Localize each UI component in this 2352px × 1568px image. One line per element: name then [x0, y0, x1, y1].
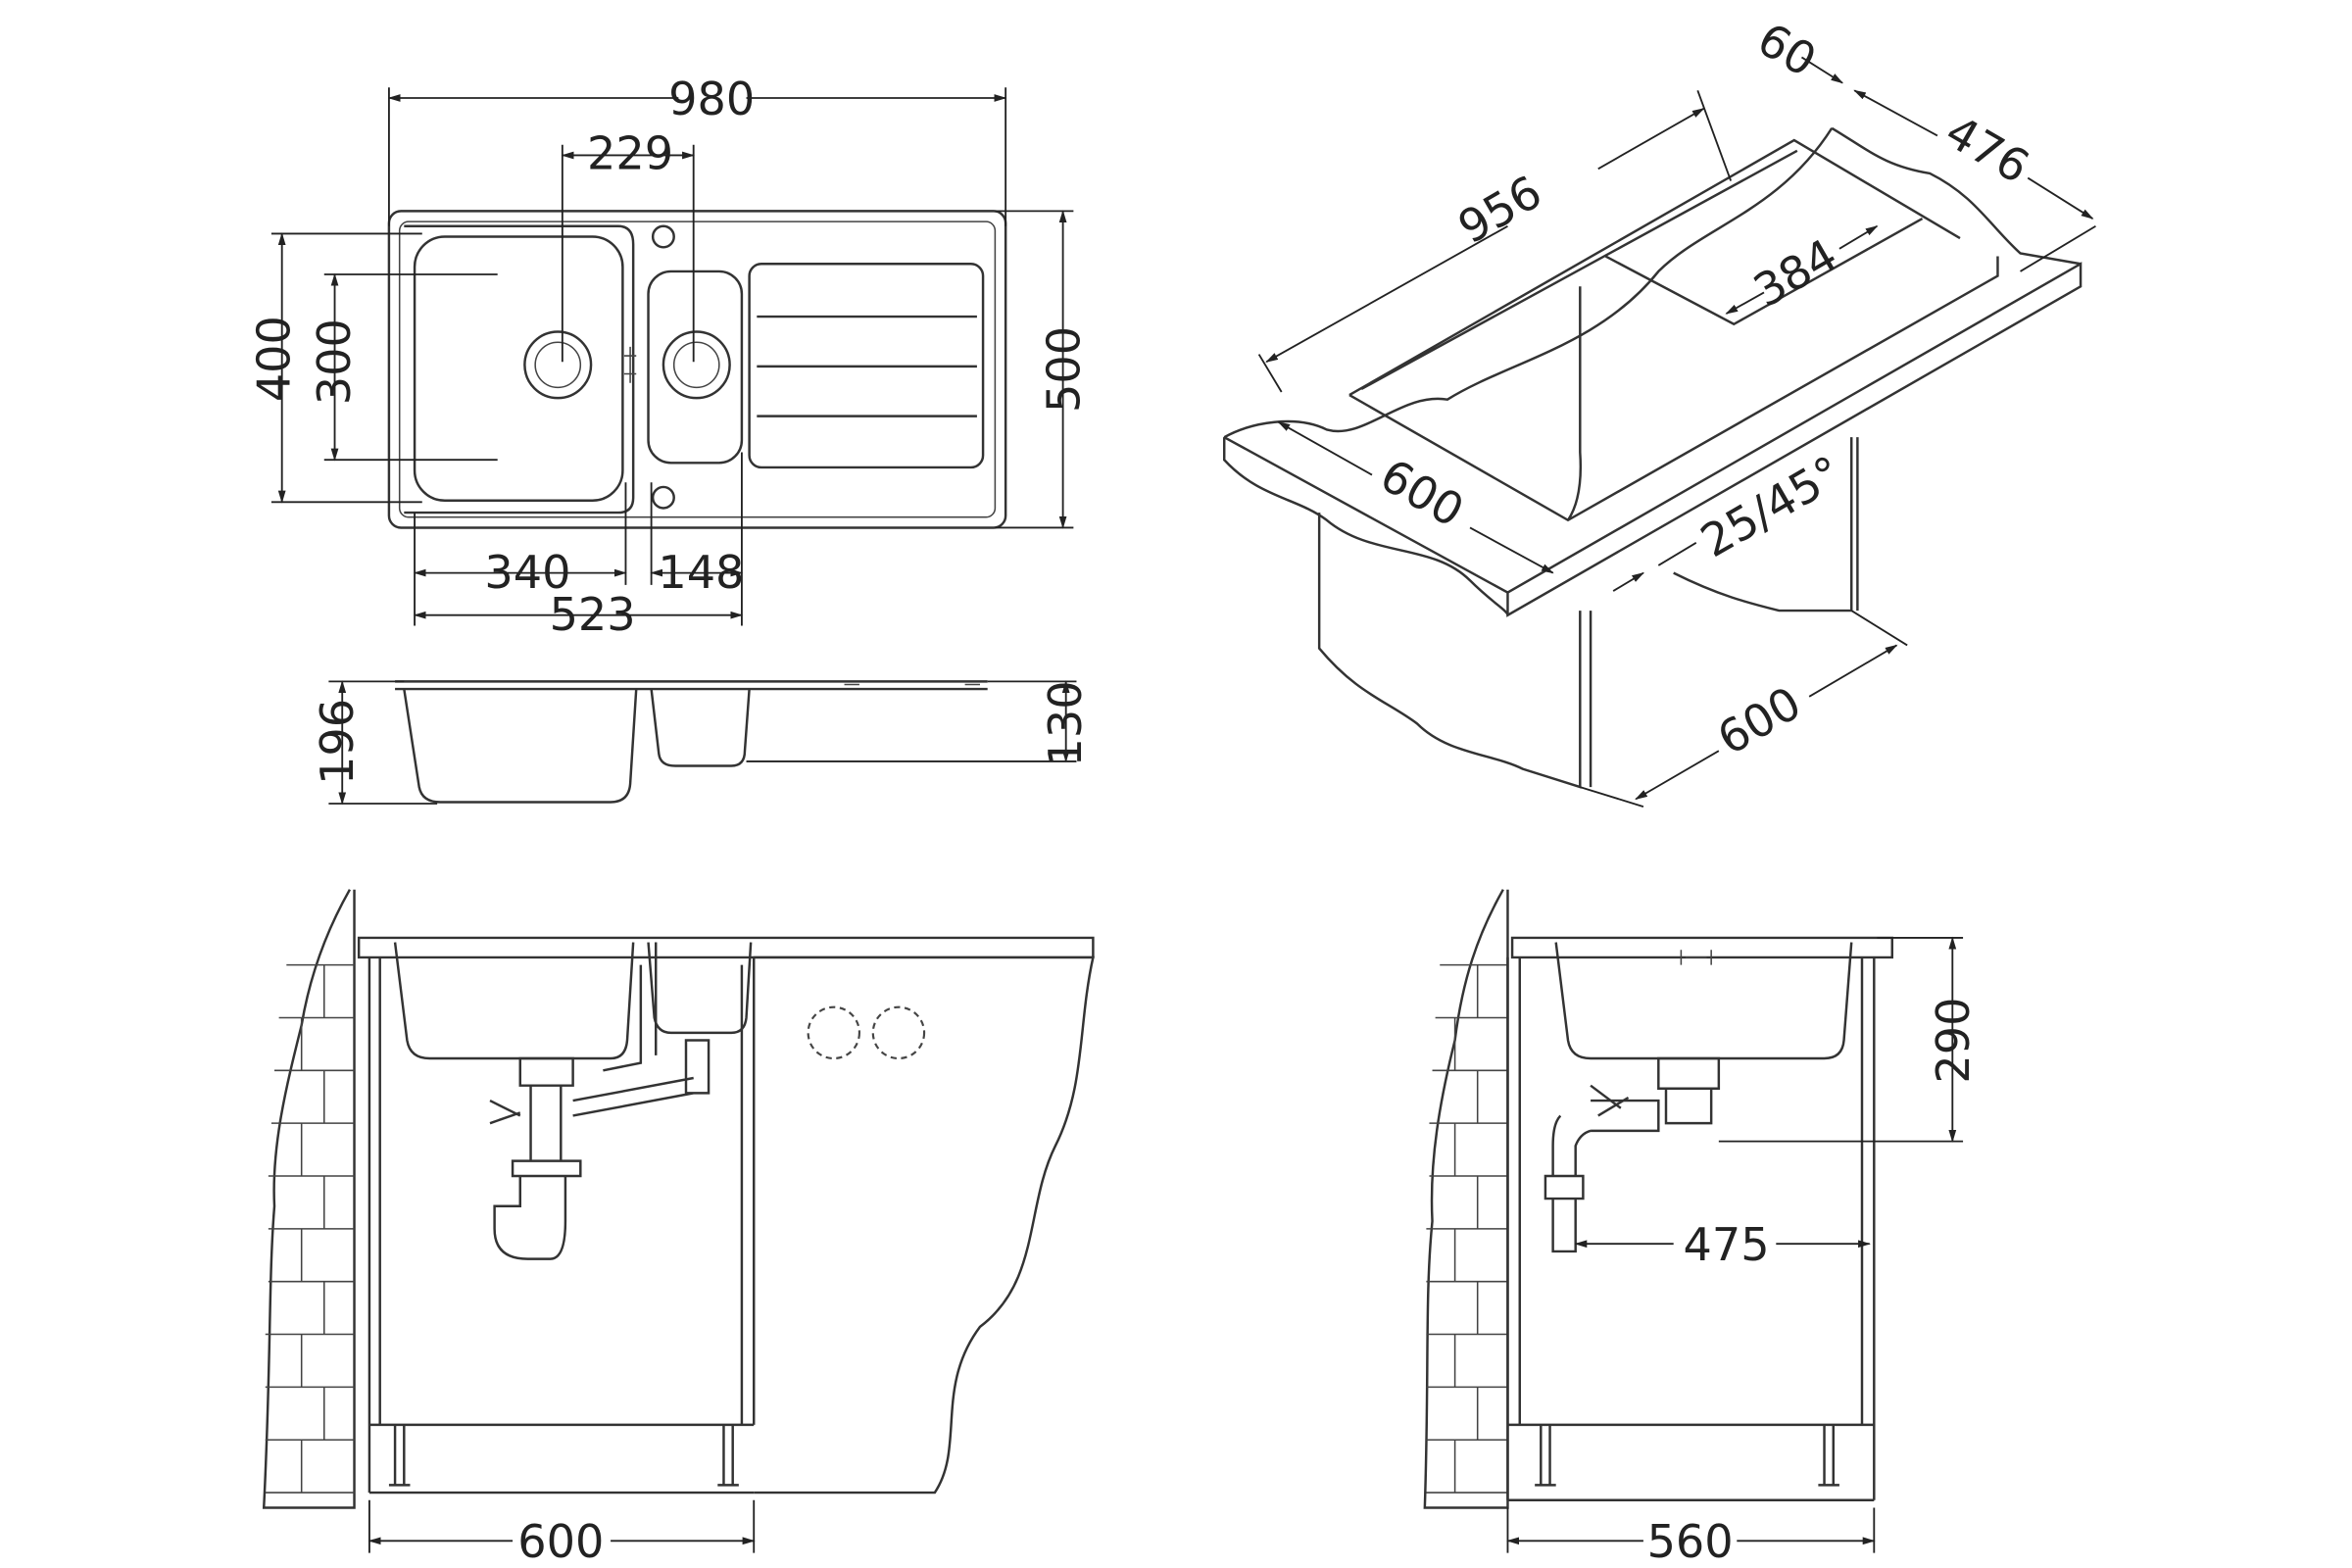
dim-148: 148	[658, 546, 744, 599]
dim-290: 290	[1927, 997, 1980, 1083]
main-bowl	[404, 224, 635, 514]
front-view: 600	[262, 889, 1095, 1568]
dim-384: 384	[1744, 228, 1845, 318]
knockout-circle-icon	[807, 1005, 861, 1060]
dim-980: 980	[668, 73, 755, 125]
dim-560: 560	[1647, 1515, 1734, 1568]
dim-956: 956	[1449, 165, 1550, 254]
knockout-circle-icon	[871, 1005, 926, 1060]
brick-wall	[262, 889, 356, 1509]
dim-300: 300	[308, 318, 361, 405]
drainer	[748, 263, 985, 469]
dim-600-front: 600	[517, 1515, 604, 1568]
section-view: 196 130	[311, 680, 1092, 806]
iso-view: 956 60 476 384 600 25/45° 600	[1223, 13, 2096, 808]
dim-523: 523	[550, 588, 636, 641]
brick-wall	[1423, 889, 1509, 1509]
tap-hole-icon	[651, 224, 675, 510]
dim-60: 60	[1748, 13, 1825, 87]
waste-trap	[1544, 1056, 1721, 1253]
dim-600-countertop: 600	[1371, 449, 1472, 538]
small-bowl	[623, 270, 744, 465]
top-view: 980 229 400 300 500 340 148 523	[247, 73, 1090, 641]
dim-600-cabinet: 600	[1708, 676, 1809, 765]
waste-trap	[489, 942, 710, 1260]
dim-500: 500	[1038, 326, 1091, 413]
dim-400: 400	[247, 316, 300, 402]
dim-130: 130	[1039, 680, 1092, 766]
dim-475: 475	[1683, 1218, 1769, 1271]
side-view: 290 475 560	[1423, 889, 1980, 1568]
dim-340: 340	[484, 546, 570, 599]
dim-476: 476	[1936, 105, 2037, 194]
dim-229: 229	[587, 126, 673, 179]
dim-196: 196	[311, 699, 364, 785]
